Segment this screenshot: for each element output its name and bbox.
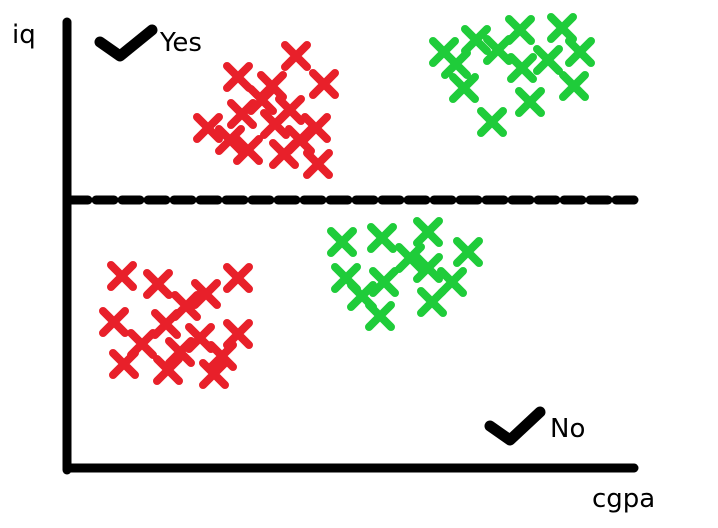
cross-mark: [547, 13, 577, 43]
cross-mark: [127, 329, 157, 359]
cross-mark: [285, 125, 315, 155]
cross-mark: [507, 53, 537, 83]
cross-mark: [437, 267, 467, 297]
cross-mark: [281, 41, 311, 71]
cross-mark: [107, 261, 137, 291]
cross-mark: [413, 253, 443, 283]
cross-marks: [99, 13, 595, 389]
cross-mark: [453, 237, 483, 267]
cross-mark: [441, 49, 471, 79]
yes-check-icon: [94, 24, 158, 62]
y-axis-label: iq: [12, 20, 36, 50]
no-check-icon: [484, 406, 546, 446]
cross-mark: [207, 341, 237, 371]
cross-mark: [413, 217, 443, 247]
cross-mark: [153, 355, 183, 385]
cross-mark: [449, 73, 479, 103]
cross-mark: [199, 359, 229, 389]
upper-green-cluster: [429, 13, 595, 137]
lower-red-cluster: [99, 261, 253, 389]
cross-mark: [559, 71, 589, 101]
cross-mark: [367, 223, 397, 253]
cross-mark: [223, 263, 253, 293]
no-label: No: [550, 414, 586, 444]
cross-mark: [233, 135, 263, 165]
cross-mark: [171, 291, 201, 321]
cross-mark: [165, 337, 195, 367]
cross-mark: [395, 243, 425, 273]
lower-green-cluster: [327, 217, 483, 331]
cross-mark: [565, 37, 595, 67]
cross-mark: [461, 25, 491, 55]
cross-mark: [309, 69, 339, 99]
x-axis-label: cgpa: [592, 484, 656, 514]
cross-mark: [191, 279, 221, 309]
cross-mark: [477, 107, 507, 137]
cross-mark: [227, 99, 257, 129]
yes-label: Yes: [160, 28, 202, 58]
cross-mark: [193, 113, 223, 143]
cross-mark: [327, 227, 357, 257]
cross-mark: [275, 95, 305, 125]
upper-red-cluster: [193, 41, 339, 179]
cross-mark: [303, 149, 333, 179]
cross-mark: [143, 269, 173, 299]
cross-mark: [483, 35, 513, 65]
cross-mark: [505, 15, 535, 45]
cross-mark: [347, 281, 377, 311]
cross-mark: [247, 85, 277, 115]
cross-mark: [215, 125, 245, 155]
cross-mark: [533, 45, 563, 75]
cross-mark: [223, 62, 253, 92]
cross-mark: [223, 319, 253, 349]
cross-mark: [515, 87, 545, 117]
cross-mark: [99, 307, 129, 337]
cross-mark: [369, 267, 399, 297]
